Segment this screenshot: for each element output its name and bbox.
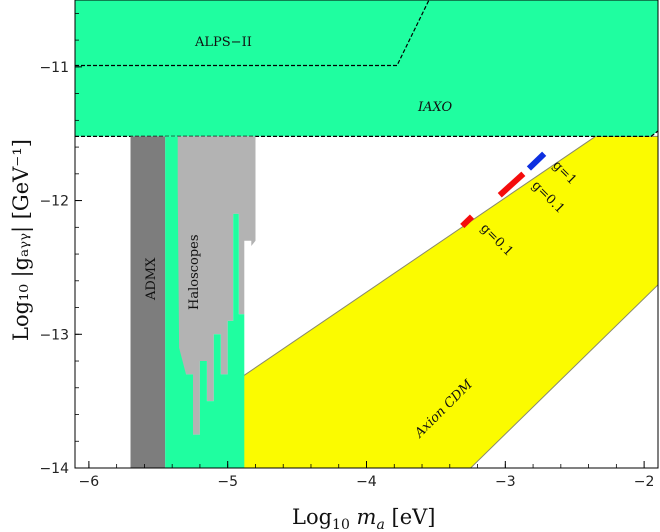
g-0.1-segment-upper — [497, 171, 526, 198]
alps-label: ALPS−II — [194, 35, 252, 50]
x-tick-label: −4 — [356, 474, 377, 490]
iaxo-region — [75, 0, 658, 137]
x-tick-label: −2 — [634, 474, 655, 490]
x-axis-title: Log10 ma [eV] — [292, 505, 436, 532]
iaxo-boundary-line — [75, 130, 658, 137]
plot-area — [75, 0, 658, 468]
x-tick-label: −6 — [79, 474, 100, 490]
admx-region — [130, 136, 166, 468]
x-tick-label: −3 — [495, 474, 516, 490]
x-axis: −6 −5 −4 −3 −2 — [79, 461, 655, 490]
g-1-segment — [526, 151, 547, 171]
y-axis: −11 −12 −13 −14 — [39, 12, 82, 477]
y-tick-label: −14 — [39, 461, 69, 477]
x-tick-label: −5 — [217, 474, 238, 490]
haloscope-gap-strip — [165, 136, 245, 468]
y-tick-label: −12 — [39, 194, 69, 210]
haloscopes-region — [165, 136, 256, 468]
y-axis-title: Log₁₀ |gₐᵧᵧ| [GeV⁻¹] — [9, 139, 34, 341]
alps-boundary-line — [75, 0, 430, 67]
y-tick-label: −11 — [39, 60, 69, 76]
admx-label: ADMX — [144, 257, 159, 301]
g-0.1-segment-lower — [460, 214, 475, 229]
haloscopes-label: Haloscopes — [187, 234, 202, 310]
axion-cdm-band — [241, 135, 658, 468]
iaxo-label: IAXO — [417, 100, 453, 115]
y-tick-label: −13 — [39, 327, 69, 343]
